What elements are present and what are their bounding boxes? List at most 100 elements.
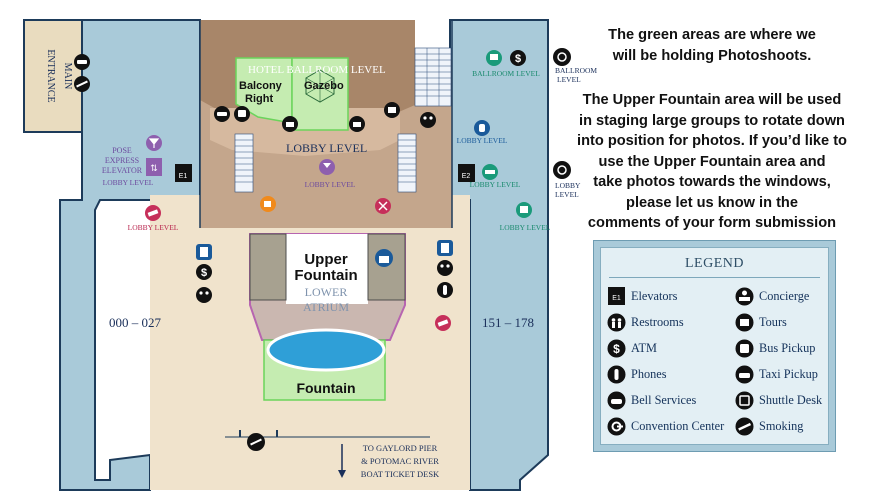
legend-item-taxi-pickup: Taxi Pickup [735, 363, 818, 385]
elevator-e1-icon: E1 [175, 164, 192, 182]
svg-text:$: $ [613, 342, 620, 356]
lobby-level-lounge-label: LOBBY LEVEL [128, 223, 179, 232]
restrooms-icon-left [196, 287, 212, 303]
side-lobby-1: LOBBY [555, 181, 581, 190]
gaylord-note-3: BOAT TICKET DESK [361, 469, 440, 479]
svg-text:E2: E2 [462, 173, 471, 180]
concierge-icon [735, 287, 754, 306]
lobby-level-bus-label: LOBBY LEVEL [500, 223, 551, 232]
legend: LEGEND E1 Elevators Restrooms $ ATM Phon… [593, 240, 836, 452]
legend-item-bell-services: Bell Services [607, 389, 696, 411]
concierge-icon-2 [349, 116, 365, 132]
side-ballroom-2: LEVEL [557, 75, 581, 84]
bus-pickup-icon [234, 106, 250, 122]
info-line-3: The Upper Fountain area will be used [582, 92, 842, 108]
stairs [234, 47, 452, 193]
legend-title: LEGEND [685, 256, 744, 271]
info-line-7: take photos towards the windows, [593, 174, 831, 190]
smoking-icon-2 [247, 433, 265, 451]
main-entrance-label-2: ENTRANCE [45, 49, 56, 102]
convention-center-icon [553, 48, 571, 66]
taxi-icon [735, 365, 754, 384]
svg-text:⇅: ⇅ [150, 163, 158, 173]
legend-item-tours: Tours [735, 311, 787, 333]
smoking-icon [735, 417, 754, 436]
legend-item-phones: Phones [607, 363, 667, 385]
bar-icon-2 [319, 159, 335, 175]
restrooms-icon [420, 112, 436, 128]
gaylord-note-2: & POTOMAC RIVER [361, 456, 439, 466]
upper-fountain-label-1: Upper [304, 251, 348, 268]
info-line-4: in staging large groups to rotate down [579, 112, 845, 129]
svg-text:$: $ [515, 53, 521, 65]
upper-fountain-note: The Upper Fountain area will be used in … [556, 90, 868, 234]
balcony-right-area [235, 57, 293, 124]
gazebo-label: Gazebo [304, 80, 344, 92]
info-line-8: please let us know in the [626, 194, 798, 211]
shuttle-icon [482, 164, 498, 180]
shopping-icon [375, 249, 393, 267]
legend-item-elevators: E1 Elevators [607, 285, 677, 307]
fountain-water [266, 328, 386, 372]
upper-fountain-label-box [286, 234, 368, 304]
atm-icon-left: $ [196, 264, 212, 280]
bell-services-icon [607, 391, 626, 410]
bus-pickup-icon-2 [516, 202, 532, 218]
elevator-e2-icon: E2 [458, 164, 475, 182]
main-entrance-area [24, 20, 82, 132]
restrooms-icon [607, 313, 626, 332]
bell-services-icon [474, 120, 490, 136]
pose-label-1: POSE [112, 146, 132, 155]
balcony-label-2: Right [245, 93, 273, 105]
info-line-2: will be holding Photoshoots. [612, 47, 812, 64]
elevator-icon-left [196, 244, 212, 260]
phone-icon [607, 365, 626, 384]
ballroom-level-title: HOTEL BALLROOM LEVEL [248, 64, 386, 76]
legend-item-restrooms: Restrooms [607, 311, 684, 333]
info-line-5: into position for photos. If you’d like … [577, 133, 847, 149]
coffee-icon [260, 196, 276, 212]
lobby-level-bell-label: LOBBY LEVEL [457, 136, 508, 145]
info-line-1: The green areas are where we [608, 27, 816, 43]
convention-center-icon-2 [553, 161, 571, 179]
main-entrance-label-1: MAIN [62, 63, 73, 90]
lower-atrium-label-2: ATRIUM [303, 300, 349, 314]
ballroom-level-atm-label: BALLROOM LEVEL [472, 69, 540, 78]
smoking-icon [74, 76, 90, 92]
down-arrow-icon [338, 444, 346, 478]
restrooms-icon-right [437, 260, 453, 276]
lobby-level-title: LOBBY LEVEL [286, 141, 367, 155]
taxi-pickup-icon [74, 54, 90, 70]
legend-item-convention-center: Convention Center [607, 415, 724, 437]
lower-atrium-label-1: LOWER [305, 285, 348, 299]
photoshoot-note: The green areas are where we will be hol… [556, 25, 868, 66]
atm-icon: $ [607, 339, 626, 358]
legend-item-atm: $ ATM [607, 337, 657, 359]
info-line-9: comments of your form submission [587, 215, 837, 231]
side-ballroom-1: BALLROOM [555, 66, 597, 75]
upper-fountain-label-2: Fountain [294, 267, 357, 284]
bar-icon [146, 135, 162, 151]
lounge-icon [145, 205, 161, 221]
svg-text:E1: E1 [179, 173, 188, 180]
rooms-right-label: 151 – 178 [482, 315, 534, 330]
shuttle-icon [735, 391, 754, 410]
elevator-icon-right [437, 240, 453, 256]
tours-icon [735, 313, 754, 332]
gaylord-note-1: TO GAYLORD PIER [363, 443, 438, 453]
rooms-left-label: 000 – 027 [109, 315, 162, 330]
restaurant-icon [375, 198, 391, 214]
balcony-label-1: Balcony [239, 80, 283, 92]
pose-label-3: ELEVATOR [102, 166, 143, 175]
pose-elevator-icon: ⇅ [146, 158, 162, 176]
tours-icon [384, 102, 400, 118]
concierge-icon [282, 116, 298, 132]
phones-icon [437, 282, 453, 298]
legend-item-bus-pickup: Bus Pickup [735, 337, 815, 359]
food-icon [435, 315, 451, 331]
legend-item-concierge: Concierge [735, 285, 809, 307]
pose-label-2: EXPRESS [105, 156, 139, 165]
atm-icon-ballroom [486, 50, 502, 66]
lobby-level-bar-label: LOBBY LEVEL [305, 180, 356, 189]
